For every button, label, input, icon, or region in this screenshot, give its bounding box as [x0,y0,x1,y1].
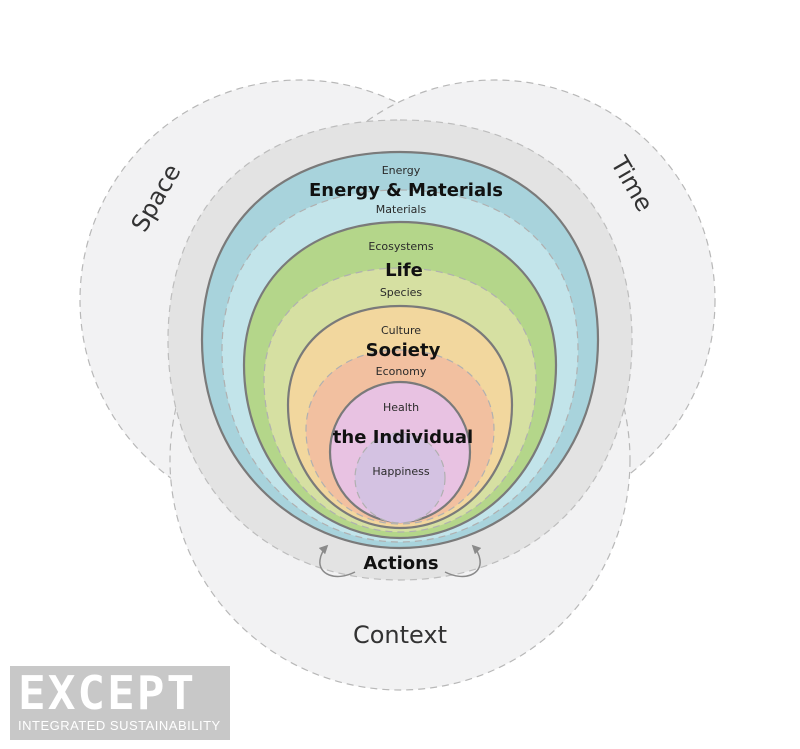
health-label: Health [383,401,419,414]
logo-wordmark: EXCEPT [18,666,197,720]
species-label: Species [380,286,423,299]
logo-tagline: INTEGRATED SUSTAINABILITY [18,718,221,733]
except-logo: EXCEPT INTEGRATED SUSTAINABILITY [10,666,230,740]
life-title: Life [385,260,423,281]
context-label: Context [353,621,447,649]
energy-label: Energy [382,164,421,177]
layer-individual [328,380,472,524]
actions-label: Actions [363,553,438,574]
left-action-arrow [318,544,356,578]
happiness-label: Happiness [372,465,430,478]
ecosystems-label: Ecosystems [368,240,433,253]
materials-label: Materials [376,203,427,216]
culture-label: Culture [381,324,421,337]
individual-title: the Individual [333,427,473,448]
society-title: Society [366,340,441,361]
right-action-arrow [444,544,482,578]
economy-label: Economy [376,365,427,378]
energy-materials-title: Energy & Materials [309,180,503,201]
action-arrows [318,544,482,578]
